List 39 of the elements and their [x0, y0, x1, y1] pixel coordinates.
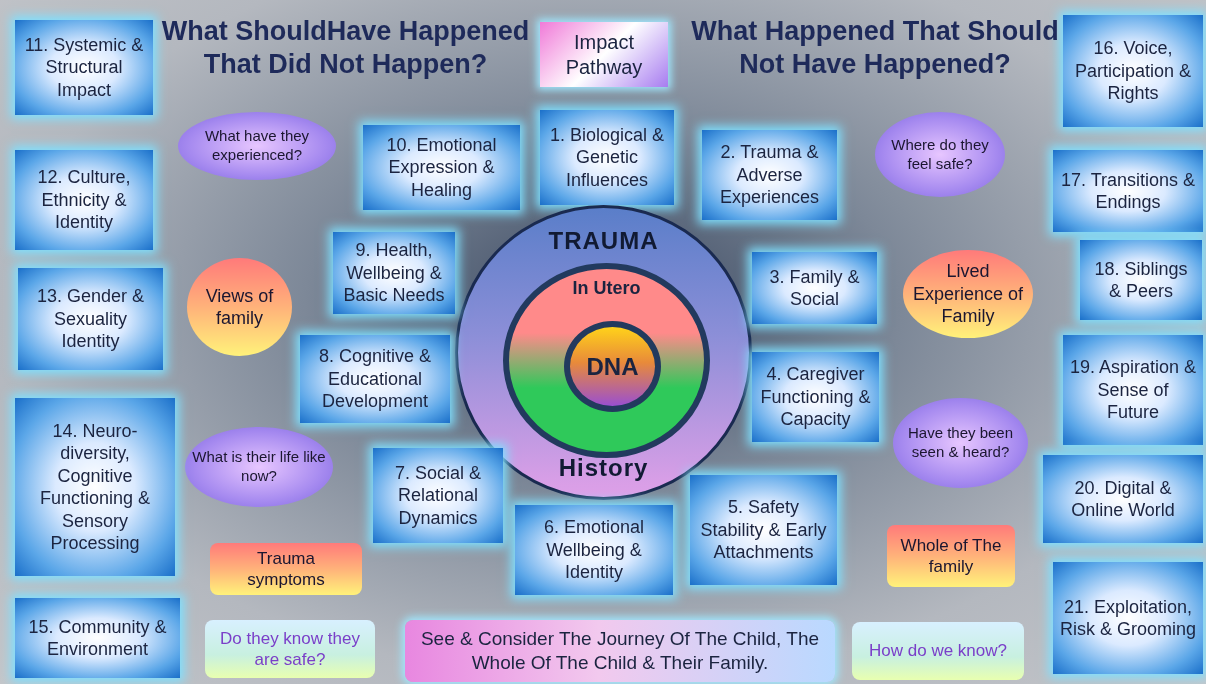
circle-label: TRAUMA — [548, 226, 659, 256]
question-oval: What have they experienced? — [178, 112, 336, 180]
topic-card: 19. Aspiration & Sense of Future — [1063, 335, 1203, 445]
topic-card: 21. Exploitation, Risk & Grooming — [1053, 562, 1203, 674]
question-oval: What is their life like now? — [185, 427, 333, 507]
topic-card: 18. Siblings & Peers — [1080, 240, 1202, 320]
topic-card: 16. Voice, Participation & Rights — [1063, 15, 1203, 127]
topic-card: 5. Safety Stability & Early Attachments — [690, 475, 837, 585]
question-oval: Have they been seen & heard? — [893, 398, 1028, 488]
theme-label: Trauma symptoms — [210, 543, 362, 595]
topic-card: 12. Culture, Ethnicity & Identity — [15, 150, 153, 250]
ring-label: In Utero — [572, 277, 641, 300]
heading: What ShouldHave Happened That Did Not Happen? — [160, 15, 531, 81]
theme-label: Whole of The family — [887, 525, 1015, 587]
title-badge: Impact Pathway — [540, 22, 668, 87]
topic-card: 2. Trauma & Adverse Experiences — [702, 130, 837, 220]
theme-oval: Lived Experience of Family — [903, 250, 1033, 338]
circle-label: History — [558, 453, 649, 483]
topic-card: 9. Health, Wellbeing & Basic Needs — [333, 232, 455, 314]
core-circle: DNA — [564, 321, 661, 412]
question-label: Do they know they are safe? — [205, 620, 375, 678]
topic-card: 1. Biological & Genetic Influences — [540, 110, 674, 205]
topic-card: 13. Gender & Sexuality Identity — [18, 268, 163, 370]
topic-card: 20. Digital & Online World — [1043, 455, 1203, 543]
topic-card: 17. Transitions & Endings — [1053, 150, 1203, 232]
topic-card: 7. Social & Relational Dynamics — [373, 448, 503, 543]
topic-card: 11. Systemic & Structural Impact — [15, 20, 153, 115]
topic-card: 8. Cognitive & Educational Development — [300, 335, 450, 423]
question-oval: Where do they feel safe? — [875, 112, 1005, 197]
topic-card: 3. Family & Social — [752, 252, 877, 324]
topic-card: 4. Caregiver Functioning & Capacity — [752, 352, 879, 442]
topic-card: 15. Community & Environment — [15, 598, 180, 678]
summary-banner: See & Consider The Journey Of The Child, The Whole Of The Child & Their Family. — [405, 620, 835, 682]
topic-card: 14. Neuro-diversity, Cognitive Functioning & Sensory Processing — [15, 398, 175, 576]
topic-card: 10. Emotional Expression & Healing — [363, 125, 520, 210]
topic-card: 6. Emotional Wellbeing & Identity — [515, 505, 673, 595]
theme-oval: Views of family — [187, 258, 292, 356]
heading: What Happened That Should Not Have Happened? — [690, 15, 1060, 81]
question-label: How do we know? — [852, 622, 1024, 680]
